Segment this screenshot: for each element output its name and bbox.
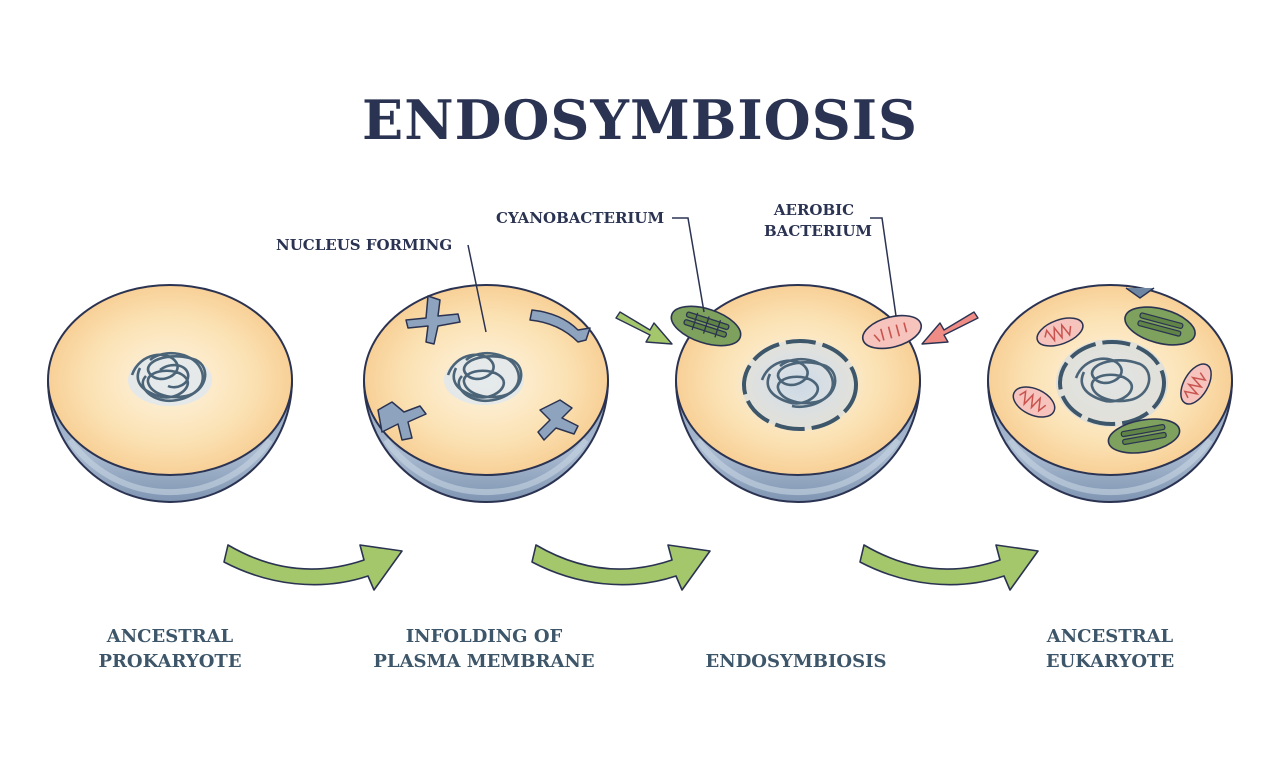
stage-label-line1: INFOLDING OF — [405, 626, 563, 647]
stage-label-1: ANCESTRAL PROKARYOTE — [40, 624, 300, 674]
stage-label-4: ANCESTRAL EUKARYOTE — [980, 624, 1240, 674]
callout-aerobic-line1: AEROBIC — [773, 201, 855, 219]
callout-aerobic-bacterium: AEROBIC BACTERIUM — [764, 200, 873, 242]
cyanobacterium-icon — [670, 305, 742, 347]
stage-label-line2: PLASMA MEMBRANE — [373, 651, 595, 672]
stage-label-line1: ANCESTRAL — [1046, 626, 1174, 647]
stage-label-line2: EUKARYOTE — [1045, 651, 1175, 672]
stage-label-line1: ANCESTRAL — [106, 626, 234, 647]
mitochondria-icon — [1012, 317, 1212, 418]
stage-label-line2: PROKARYOTE — [98, 651, 242, 672]
dna-icon — [444, 352, 524, 405]
chloroplast-icon — [1107, 306, 1196, 454]
callout-cyanobacterium: CYANOBACTERIUM — [496, 209, 665, 227]
cell-ancestral-eukaryote — [986, 284, 1234, 503]
stage-label-3: ENDOSYMBIOSIS — [666, 649, 926, 674]
dna-icon — [128, 352, 212, 406]
cell-infolding — [362, 244, 610, 503]
green-entry-arrow — [615, 311, 673, 345]
transition-arrow — [531, 544, 711, 591]
dna-icon — [1074, 357, 1151, 403]
callout-nucleus-forming: NUCLEUS FORMING — [276, 236, 453, 254]
cell-ancestral-prokaryote — [46, 284, 294, 503]
aerobic-bacterium-icon — [861, 314, 923, 350]
red-entry-arrow — [921, 311, 979, 345]
dna-icon — [760, 358, 837, 409]
transition-arrow — [859, 544, 1039, 591]
stage-label-line1: ENDOSYMBIOSIS — [705, 651, 887, 672]
callout-aerobic-line2: BACTERIUM — [764, 222, 873, 240]
transition-arrow — [223, 544, 403, 591]
cell-endosymbiosis — [615, 217, 979, 503]
stage-label-2: INFOLDING OF PLASMA MEMBRANE — [354, 624, 614, 674]
page-title: ENDOSYMBIOSIS — [362, 88, 918, 152]
